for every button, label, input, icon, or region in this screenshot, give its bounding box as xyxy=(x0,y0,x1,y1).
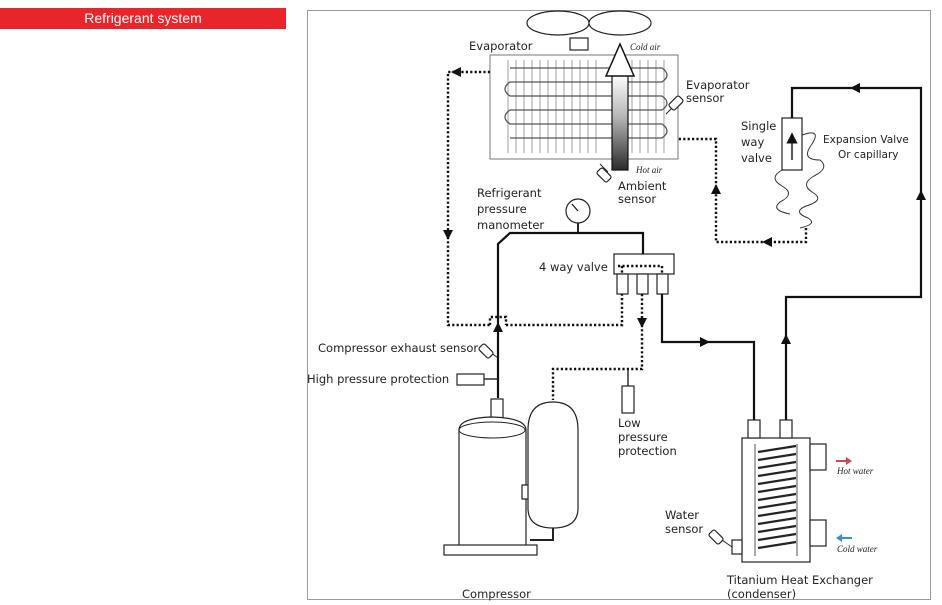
section-title: Refrigerant system xyxy=(84,10,202,26)
capillary-coil xyxy=(799,132,825,229)
low-pressure-label-3: protection xyxy=(618,444,677,458)
hot-water-arrow-icon xyxy=(836,457,852,465)
water-sensor-label-2: sensor xyxy=(665,522,703,536)
high-pressure-label: High pressure protection xyxy=(307,372,449,386)
water-sensor-label-1: Water xyxy=(665,508,699,522)
discharge-line xyxy=(496,231,645,398)
evaporator-label: Evaporator xyxy=(469,39,533,53)
low-pressure-switch xyxy=(621,369,635,414)
hot-air-label: Hot air xyxy=(635,165,663,175)
titanium-heat-exchanger xyxy=(731,419,827,563)
ambient-sensor-label-2: sensor xyxy=(618,192,656,206)
evaporator-coil xyxy=(489,54,679,160)
ambient-sensor-icon xyxy=(596,163,612,183)
cold-water-label: Cold water xyxy=(837,544,878,554)
cold-water-arrow-icon xyxy=(836,534,852,542)
low-pressure-label-1: Low xyxy=(618,416,641,430)
high-pressure-switch xyxy=(456,373,498,386)
single-way-valve-label-2: way xyxy=(741,135,764,149)
single-way-valve-label-3: valve xyxy=(741,151,772,165)
heat-exchanger-label-2: (condenser) xyxy=(727,587,796,601)
exhaust-sensor-icon xyxy=(478,343,499,359)
expansion-valve-label-1: Expansion Valve xyxy=(823,134,909,146)
hot-water-label: Hot water xyxy=(836,466,874,476)
evaporator-to-valve-line xyxy=(446,70,624,327)
manometer-label-1: Refrigerant xyxy=(477,186,542,200)
water-sensor-icon xyxy=(708,529,733,548)
ambient-sensor-label-1: Ambient xyxy=(618,179,667,193)
evaporator-sensor-label-1: Evaporator xyxy=(686,78,750,92)
four-way-valve xyxy=(613,253,675,295)
evaporator-sensor-label-2: sensor xyxy=(686,91,724,105)
capillary-coil-left xyxy=(774,169,791,215)
valve-to-compressor-line xyxy=(551,294,644,400)
expansion-valve-label-2: Or capillary xyxy=(838,149,899,161)
cold-air-label: Cold air xyxy=(630,42,661,52)
capillary-to-evaporator-line xyxy=(678,137,808,244)
pressure-gauge-icon xyxy=(565,198,591,233)
manometer-label-2: pressure xyxy=(477,202,527,216)
valve-to-condenser-line xyxy=(660,294,756,420)
four-way-valve-label: 4 way valve xyxy=(539,260,608,274)
airflow-arrow xyxy=(604,42,636,171)
fan-icon xyxy=(526,10,652,51)
manometer-label-3: manometer xyxy=(477,218,544,232)
heat-exchanger-label-1: Titanium Heat Exchanger xyxy=(726,573,873,587)
evaporator-sensor-icon xyxy=(665,95,684,115)
compressor xyxy=(443,398,579,556)
exhaust-sensor-label: Compressor exhaust sensor xyxy=(318,341,478,355)
single-way-valve-label-1: Single xyxy=(741,119,776,133)
single-way-valve xyxy=(781,117,803,171)
low-pressure-label-2: pressure xyxy=(618,430,668,444)
section-header-bar: Refrigerant system xyxy=(0,8,286,29)
compressor-label: Compressor xyxy=(462,587,531,601)
